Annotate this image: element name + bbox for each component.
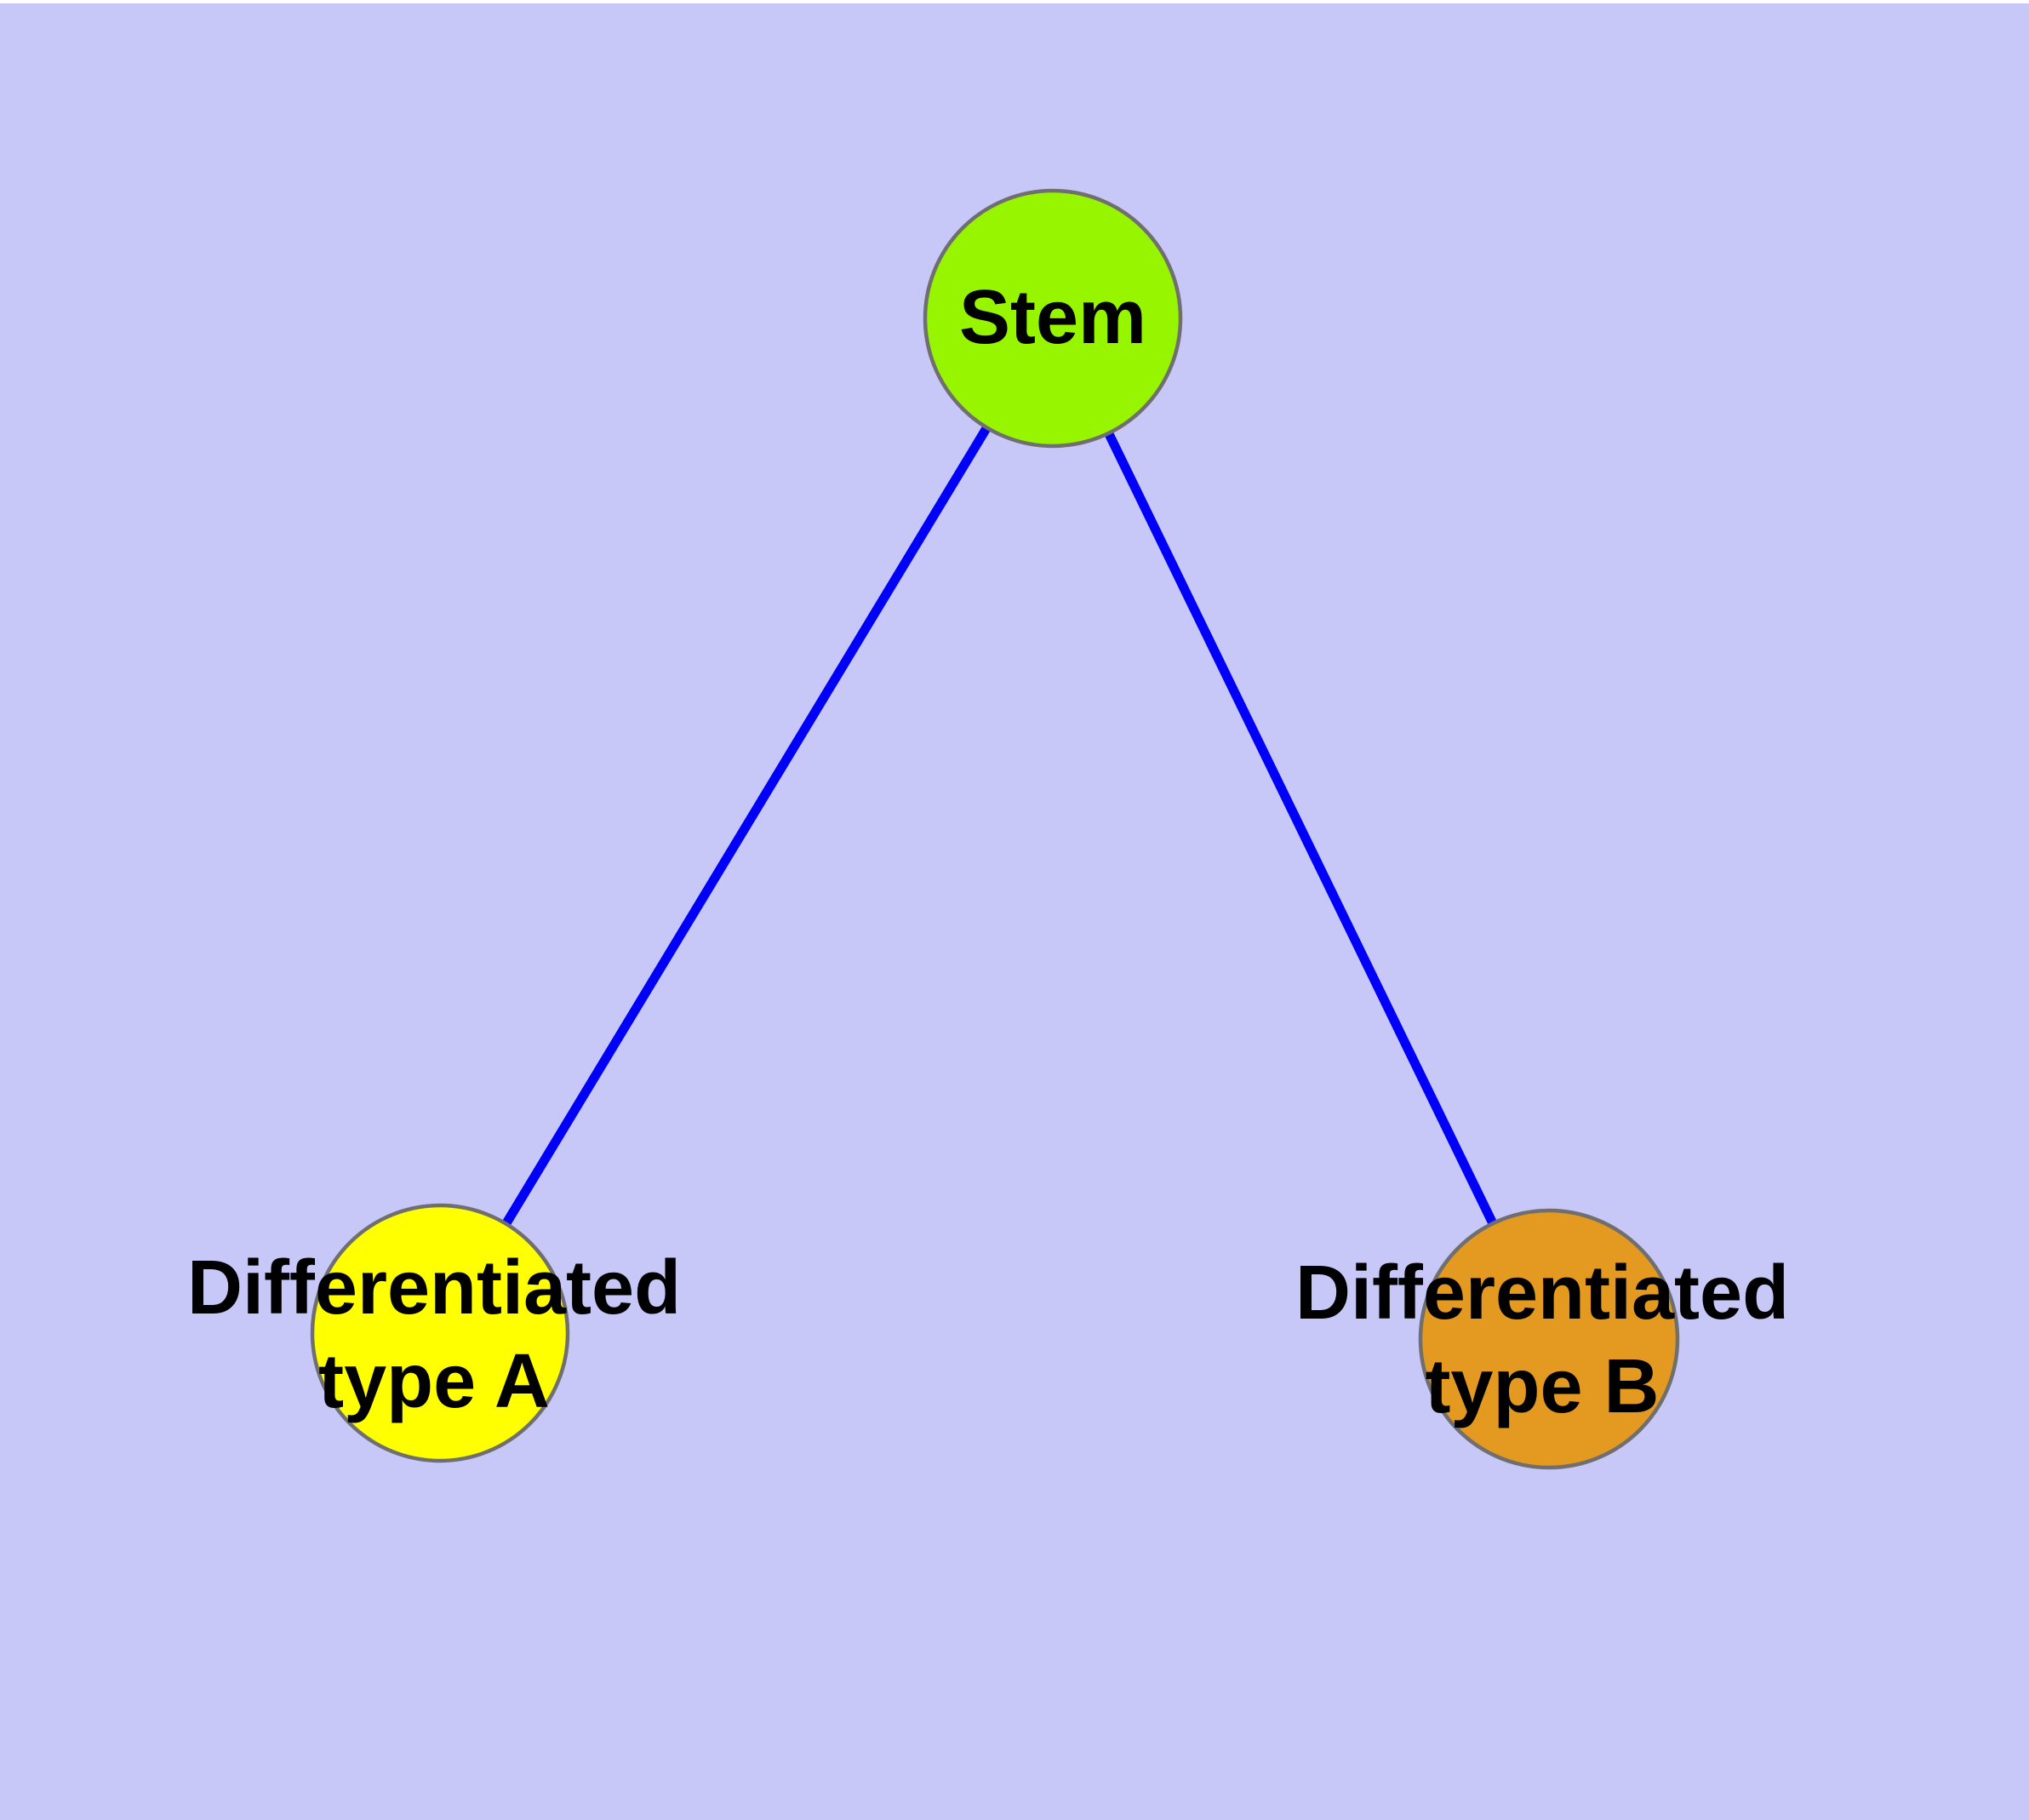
figure-top-border xyxy=(0,0,2029,3)
node-circle-stem xyxy=(923,188,1183,449)
edge-stem-to-type-b xyxy=(1049,316,1553,1342)
node-circle-differentiated-type-a xyxy=(310,1203,570,1463)
node-label-stem: Stem xyxy=(958,275,1147,360)
node-circle-differentiated-type-b xyxy=(1418,1208,1680,1470)
node-label-differentiated-type-b: Differentiated type B xyxy=(1295,1251,1790,1429)
edge-stem-to-type-a xyxy=(436,316,1057,1336)
node-label-differentiated-type-a: Differentiated type A xyxy=(186,1245,682,1424)
